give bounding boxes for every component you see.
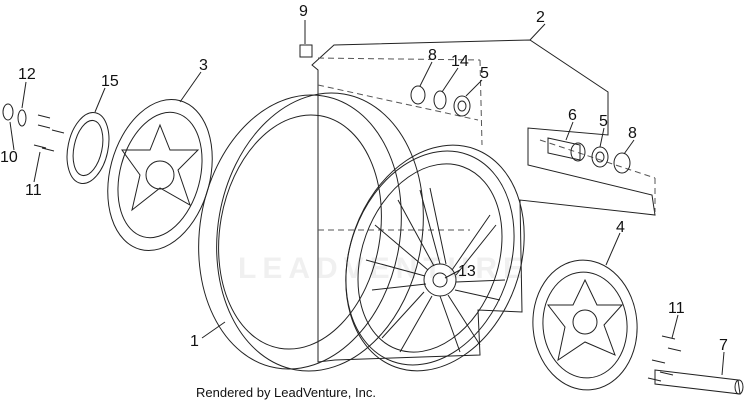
callout-5: 5 — [480, 65, 489, 82]
callout-5b: 5 — [599, 113, 608, 130]
right-disc-bolts — [647, 335, 682, 382]
left-brake-disc — [107, 99, 213, 251]
callout-12: 12 — [18, 66, 36, 83]
upper-bearing-set — [410, 85, 471, 117]
callout-13: 13 — [458, 263, 476, 280]
callout-10: 10 — [0, 149, 18, 166]
callout-1: 1 — [190, 333, 199, 350]
assembly-bracket — [311, 39, 656, 363]
callout-2: 2 — [536, 9, 545, 26]
callout-15: 15 — [101, 73, 119, 90]
callout-9: 9 — [299, 3, 308, 20]
cap — [299, 44, 313, 58]
callout-4: 4 — [616, 219, 625, 236]
washer-and-nut — [2, 103, 27, 127]
callout-11: 11 — [25, 182, 42, 199]
callout-8: 8 — [428, 47, 437, 64]
callout-11b: 11 — [668, 300, 685, 317]
abs-tone-ring — [66, 112, 110, 184]
tire — [198, 92, 424, 372]
watermark: LEADVENTURE — [238, 252, 530, 285]
right-brake-disc — [532, 259, 638, 391]
rim — [345, 144, 525, 372]
lower-bearing-set — [547, 137, 631, 174]
left-disc-bolts — [33, 114, 65, 152]
callout-8b: 8 — [628, 125, 637, 142]
render-credit: Rendered by LeadVenture, Inc. — [196, 385, 376, 400]
callout-7: 7 — [719, 337, 728, 354]
callout-14: 14 — [451, 53, 469, 70]
callout-3: 3 — [199, 57, 208, 74]
callout-6: 6 — [568, 107, 577, 124]
